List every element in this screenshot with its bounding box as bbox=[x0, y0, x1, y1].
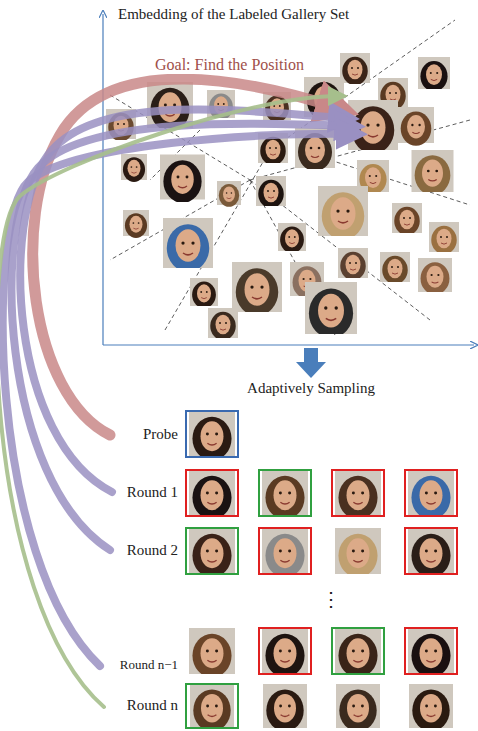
down-arrow bbox=[296, 348, 326, 378]
row-label: Round 2 bbox=[125, 542, 180, 559]
diagram-title: Embedding of the Labeled Gallery Set bbox=[116, 6, 351, 23]
x-axis bbox=[103, 344, 474, 345]
row-label: Round 1 bbox=[125, 484, 180, 501]
ellipsis: ⋮ bbox=[319, 588, 343, 611]
row-label: Round n bbox=[125, 697, 180, 714]
partition-lines bbox=[110, 20, 470, 335]
step-label: Adaptively Sampling bbox=[245, 380, 377, 397]
row-label: Probe bbox=[141, 426, 180, 443]
row-label: Round n−1 bbox=[118, 658, 180, 673]
goal-label: Goal: Find the Position bbox=[153, 56, 306, 74]
y-axis bbox=[102, 14, 103, 345]
sample-faces bbox=[186, 411, 457, 731]
